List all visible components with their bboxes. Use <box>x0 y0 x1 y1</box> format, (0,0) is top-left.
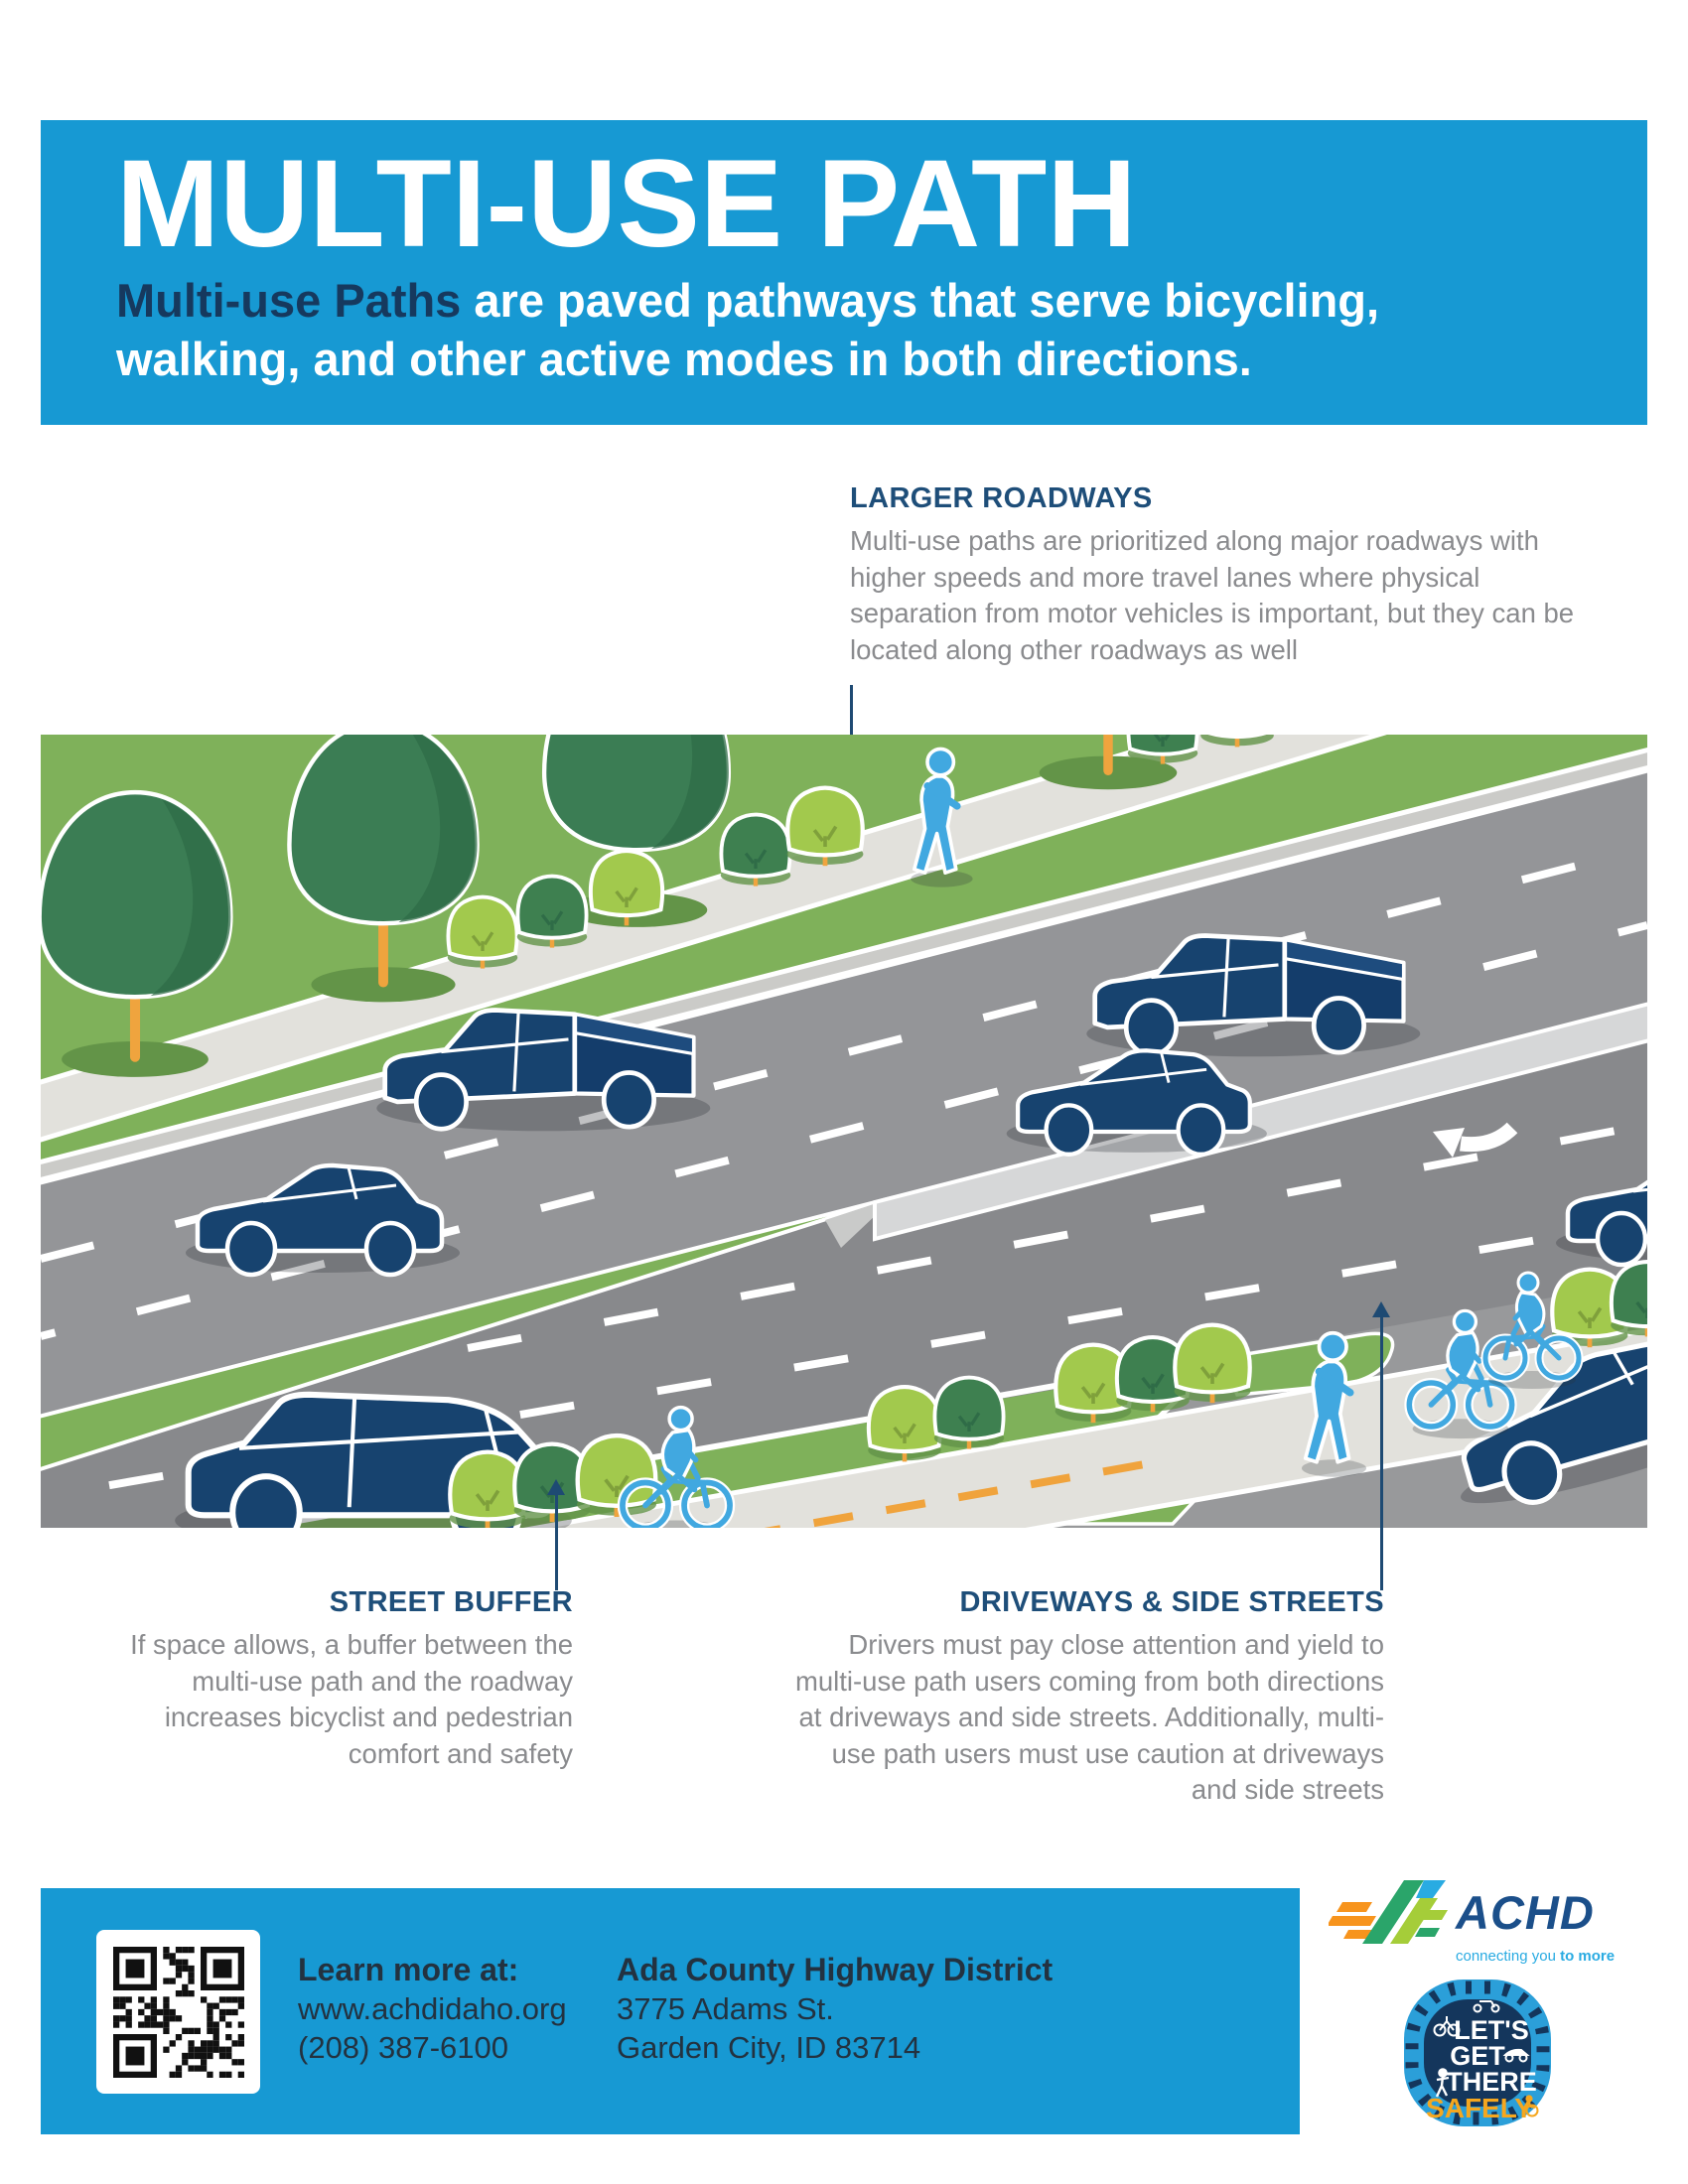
callout-driveways-side-streets: DRIVEWAYS & SIDE STREETS Drivers must pa… <box>788 1586 1384 1809</box>
lane-marking <box>41 1217 1647 1501</box>
shrub <box>1128 735 1197 764</box>
achd-logo-wordmark: ACHD <box>1456 1885 1595 1939</box>
arrow-up-icon <box>1372 1301 1390 1317</box>
callout-street-buffer-title: STREET BUFFER <box>329 1586 573 1618</box>
footer-address-column: Ada County Highway District 3775 Adams S… <box>617 1950 1053 2067</box>
path-edge-line <box>522 1327 1647 1528</box>
achd-logo: ACHD connecting you to more <box>1329 1872 1656 1965</box>
arrow-up-icon <box>547 1479 565 1495</box>
pedestrian-icon <box>1435 2068 1450 2098</box>
qr-code-card <box>96 1930 260 2094</box>
wheelchair-icon <box>1525 2095 1539 2117</box>
callout-street-buffer-body: If space allows, a buffer between the mu… <box>130 1629 573 1769</box>
address-line1: 3775 Adams St. <box>617 1991 834 2026</box>
badge-line4: SAFELY <box>1426 2093 1533 2123</box>
badge-line1: LET'S <box>1454 2015 1528 2045</box>
turn-arrow-marking <box>1433 1122 1518 1158</box>
street-scene-illustration <box>41 735 1647 1528</box>
page-subtitle: Multi-use Paths are paved pathways that … <box>116 271 1379 388</box>
achd-tagline: connecting you to more <box>1456 1948 1616 1965</box>
scooter-icon <box>1473 2000 1500 2013</box>
phone-text: (208) 387-6100 <box>298 2030 508 2065</box>
shrub <box>590 851 663 925</box>
buffer-shrub <box>1175 1325 1251 1404</box>
page-title: MULTI-USE PATH <box>116 135 1137 273</box>
callout-larger-roadways-body: Multi-use paths are prioritized along ma… <box>850 525 1575 665</box>
bicycle-icon <box>1433 2016 1461 2037</box>
subtitle-line2: walking, and other active modes in both … <box>116 333 1252 385</box>
shrub <box>721 815 790 887</box>
achd-logo-mark-icon <box>1329 1880 1448 1944</box>
buffer-shrub <box>868 1387 941 1461</box>
road-edge-line <box>41 766 1647 1185</box>
buffer-shrub <box>934 1378 1004 1449</box>
callout-arrow-driveways <box>1380 1316 1383 1590</box>
shrub <box>787 788 864 867</box>
footer-banner: Learn more at: www.achdidaho.org (208) 3… <box>41 1888 1300 2134</box>
car-icon <box>1502 2048 1530 2063</box>
badge-line3: THERE <box>1446 2067 1537 2097</box>
org-name: Ada County Highway District <box>617 1952 1054 1987</box>
header-banner: MULTI-USE PATH Multi-use Paths are paved… <box>41 120 1647 425</box>
badge-line2: GET <box>1450 2041 1505 2071</box>
lets-get-there-safely-badge: LET'S GET THERE SAFELY <box>1404 1979 1551 2126</box>
path-edge-line <box>1025 1417 1647 1528</box>
qr-code-icon <box>112 1946 244 2078</box>
shrub <box>517 877 587 948</box>
subtitle-line1: are paved pathways that serve bicycling, <box>461 274 1380 327</box>
callout-street-buffer: STREET BUFFER If space allows, a buffer … <box>76 1586 573 1772</box>
raised-median <box>873 1002 1647 1242</box>
callout-driveways-body: Drivers must pay close attention and yie… <box>794 1629 1384 1805</box>
callout-larger-roadways: LARGER ROADWAYS Multi-use paths are prio… <box>850 482 1590 668</box>
callout-driveways-title: DRIVEWAYS & SIDE STREETS <box>959 1586 1384 1618</box>
subtitle-highlight: Multi-use Paths <box>116 274 462 327</box>
shrub <box>448 897 517 969</box>
callout-larger-roadways-title: LARGER ROADWAYS <box>850 482 1153 514</box>
green-median <box>41 1195 896 1471</box>
learn-more-label: Learn more at: <box>298 1952 519 1987</box>
lane-marking <box>467 1121 1647 1352</box>
website-text: www.achdidaho.org <box>298 1991 567 2026</box>
address-line2: Garden City, ID 83714 <box>617 2030 921 2065</box>
callout-arrow-street-buffer <box>555 1494 558 1590</box>
footer-contact-column: Learn more at: www.achdidaho.org (208) 3… <box>298 1950 567 2067</box>
